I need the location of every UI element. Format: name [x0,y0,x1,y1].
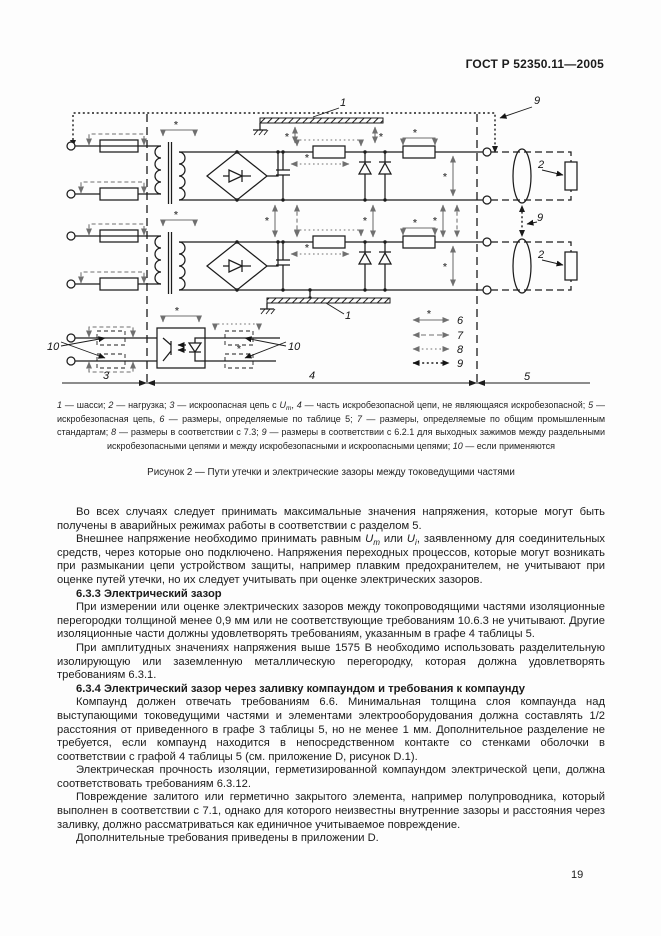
paragraph: Дополнительные требования приведены в пр… [76,832,379,845]
paragraph: Повреждение залитого или герметично закр… [57,791,605,831]
load [564,161,578,191]
svg-text:*: * [265,216,269,227]
load [564,251,578,281]
optocoupler-channel: 10 * [47,306,301,373]
svg-text:*: * [305,153,309,164]
supply-channel-2: * * [66,210,578,295]
body-text: Во всех случаях следует принимать максим… [57,506,605,846]
figure-legend: 1 — шасси; 2 — нагрузка; 3 — искроопасна… [57,400,606,451]
callout-chassis-middle: 1 [345,310,351,322]
callout-1b-leader [325,302,345,315]
legend-7: 7 [457,330,464,342]
paragraph: Во всех случаях следует принимать максим… [57,506,605,532]
zener-diodes [357,152,393,200]
svg-text:*: * [433,216,437,227]
callout-chassis-top: 1 [340,97,346,109]
output-terminal [482,195,492,205]
svg-text:*: * [413,128,417,139]
bridge-rectifier [205,151,279,201]
paragraph: Внешнее напряжение необходимо принимать … [57,533,606,586]
output-terminal [482,285,492,295]
capacitor [276,152,290,200]
paragraph: При амплитудных значениях напряжения выш… [57,641,605,682]
heading-6-3-3: 6.3.3 Электрический зазор [76,587,222,600]
legend-9: 9 [457,358,463,370]
clearance-arrows-middle: * * * [265,204,460,238]
svg-text:*: * [379,132,383,143]
cable [512,148,532,204]
callout-boundary-top: 9 [534,95,540,107]
callout-spacing-9: 9 [537,212,543,224]
svg-text:*: * [175,306,179,317]
callout-optional-right: 10 [288,341,301,353]
paragraph: При измерении или оценке электрических з… [57,601,605,641]
callout-9-leader [499,106,533,119]
svg-text:*: * [427,309,431,320]
resistor [99,277,139,291]
line-style-legend: * 6 7 8 9 [412,309,464,370]
input-terminal [66,279,76,289]
dim-zone-4: 4 [309,370,315,382]
resistor [99,187,139,201]
input-terminal [66,356,76,366]
transformer [154,142,186,204]
chassis-bar-top [253,117,384,136]
dim-zone-3: 3 [103,370,110,382]
callout-1-leader [312,107,340,118]
output-terminal [482,147,492,157]
svg-text:*: * [174,210,178,221]
resistor [402,145,436,159]
paragraph: Компаунд должен отвечать требованиям 6.6… [57,696,605,763]
input-terminal [66,333,76,343]
dimension-line: 3 4 5 [62,370,590,386]
input-terminal [66,189,76,199]
bridge-rectifier [205,241,279,291]
figure-2-diagram: 1 9 * * [45,90,605,390]
transformer [154,232,186,294]
resistor [402,235,436,249]
input-terminal [66,141,76,151]
optional-component [224,330,254,346]
dim-zone-5: 5 [524,371,531,383]
zener-diodes [357,242,393,290]
capacitor [276,242,290,290]
input-terminal [66,231,76,241]
callout-load-2: 2 [537,249,544,261]
cable [512,238,532,294]
svg-text:*: * [443,172,447,183]
resistor [312,235,346,249]
figure-caption: Рисунок 2 — Пути утечки и электрические … [147,467,515,478]
circuit-diagram-svg: 1 9 * * [47,95,590,386]
callout-load-1: 2 [537,159,544,171]
terminal-spacing-9: 9 [519,205,543,237]
svg-text:*: * [443,262,447,273]
svg-text:*: * [285,132,289,143]
optocoupler [156,327,206,369]
svg-text:*: * [305,243,309,254]
page-number: 19 [571,869,584,881]
paragraph: Электрическая прочность изоляции, гермет… [57,764,605,790]
svg-text:*: * [363,216,367,227]
legend-6: 6 [457,315,464,327]
clearance-arrows-top: * * [285,126,383,144]
resistor [312,145,346,159]
svg-text:*: * [237,344,241,355]
standard-number: ГОСТ Р 52350.11—2005 [465,57,604,71]
svg-text:*: * [174,120,178,131]
optional-component [224,353,254,369]
callout-optional-left: 10 [47,341,60,353]
supply-channel-1: * * [66,120,578,205]
chassis-bar-middle [260,288,391,315]
heading-6-3-4: 6.3.4 Электрический зазор через заливку … [76,682,526,695]
output-terminal [482,237,492,247]
svg-text:*: * [413,218,417,229]
legend-8: 8 [457,344,464,356]
